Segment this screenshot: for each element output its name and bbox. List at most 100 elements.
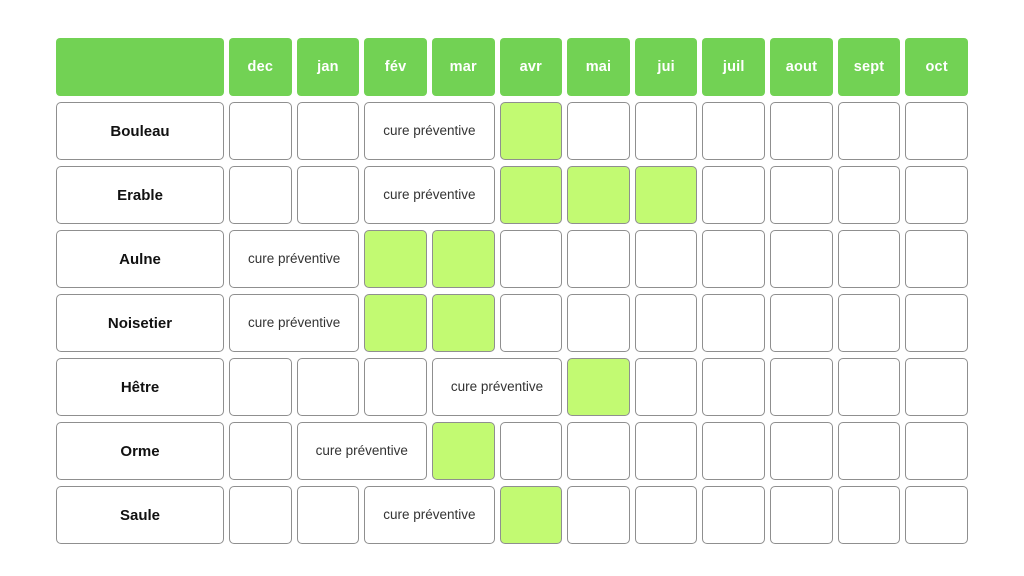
species-name: Noisetier: [107, 314, 173, 332]
empty-cell[interactable]: [229, 358, 292, 416]
empty-cell[interactable]: [770, 358, 833, 416]
empty-cell[interactable]: [296, 486, 360, 544]
empty-cell[interactable]: [499, 294, 563, 352]
empty-cell[interactable]: [837, 166, 901, 224]
treatment-note-label: cure préventive: [383, 507, 476, 523]
treatment-active-cell[interactable]: [431, 422, 495, 480]
header-month-label: fév: [384, 58, 407, 75]
species-label-cell[interactable]: Noisetier: [56, 294, 224, 352]
header-month-jui[interactable]: jui: [634, 38, 698, 96]
treatment-active-cell[interactable]: [431, 230, 495, 288]
empty-cell[interactable]: [770, 422, 833, 480]
treatment-note-cell[interactable]: cure préventive: [229, 294, 360, 352]
treatment-active-cell[interactable]: [499, 166, 563, 224]
treatment-active-cell[interactable]: [364, 294, 427, 352]
empty-cell[interactable]: [567, 230, 630, 288]
empty-cell[interactable]: [229, 422, 292, 480]
empty-cell[interactable]: [905, 358, 968, 416]
empty-cell[interactable]: [364, 358, 427, 416]
empty-cell[interactable]: [634, 486, 698, 544]
header-month-aout[interactable]: aout: [770, 38, 833, 96]
header-month-sept[interactable]: sept: [837, 38, 901, 96]
treatment-active-cell[interactable]: [567, 358, 630, 416]
empty-cell[interactable]: [499, 230, 563, 288]
empty-cell[interactable]: [837, 102, 901, 160]
species-label-cell[interactable]: Erable: [56, 166, 224, 224]
header-month-juil[interactable]: juil: [702, 38, 766, 96]
empty-cell[interactable]: [296, 358, 360, 416]
empty-cell[interactable]: [634, 294, 698, 352]
empty-cell[interactable]: [770, 166, 833, 224]
treatment-note-cell[interactable]: cure préventive: [296, 422, 427, 480]
empty-cell[interactable]: [567, 294, 630, 352]
empty-cell[interactable]: [770, 230, 833, 288]
header-month-label: juil: [722, 58, 745, 75]
empty-cell[interactable]: [296, 166, 360, 224]
treatment-active-cell[interactable]: [499, 102, 563, 160]
treatment-note-cell[interactable]: cure préventive: [364, 166, 495, 224]
empty-cell[interactable]: [229, 166, 292, 224]
empty-cell[interactable]: [702, 422, 766, 480]
empty-cell[interactable]: [837, 230, 901, 288]
header-month-avr[interactable]: avr: [499, 38, 563, 96]
empty-cell[interactable]: [634, 102, 698, 160]
empty-cell[interactable]: [905, 486, 968, 544]
empty-cell[interactable]: [702, 358, 766, 416]
header-month-fév[interactable]: fév: [364, 38, 427, 96]
empty-cell[interactable]: [229, 486, 292, 544]
empty-cell[interactable]: [702, 294, 766, 352]
treatment-active-cell[interactable]: [431, 294, 495, 352]
empty-cell[interactable]: [837, 358, 901, 416]
species-name: Aulne: [119, 250, 161, 268]
table-row: Orme cure préventive: [56, 422, 968, 480]
empty-cell[interactable]: [770, 294, 833, 352]
treatment-active-cell[interactable]: [364, 230, 427, 288]
header-month-label: jan: [317, 58, 339, 75]
empty-cell[interactable]: [499, 422, 563, 480]
empty-cell[interactable]: [634, 230, 698, 288]
header-month-dec[interactable]: dec: [229, 38, 292, 96]
empty-cell[interactable]: [905, 422, 968, 480]
empty-cell[interactable]: [770, 486, 833, 544]
empty-cell[interactable]: [905, 102, 968, 160]
empty-cell[interactable]: [905, 230, 968, 288]
header-month-jan[interactable]: jan: [296, 38, 360, 96]
empty-cell[interactable]: [837, 294, 901, 352]
empty-cell[interactable]: [229, 102, 292, 160]
empty-cell[interactable]: [770, 102, 833, 160]
species-label-cell[interactable]: Saule: [56, 486, 224, 544]
header-month-mar[interactable]: mar: [431, 38, 495, 96]
empty-cell[interactable]: [296, 102, 360, 160]
empty-cell[interactable]: [905, 294, 968, 352]
species-label-cell[interactable]: Hêtre: [56, 358, 224, 416]
treatment-active-cell[interactable]: [634, 166, 698, 224]
header-month-label: avr: [519, 58, 543, 75]
empty-cell[interactable]: [702, 166, 766, 224]
treatment-note-label: cure préventive: [450, 379, 544, 395]
header-month-mai[interactable]: mai: [567, 38, 630, 96]
empty-cell[interactable]: [567, 486, 630, 544]
treatment-note-cell[interactable]: cure préventive: [364, 486, 495, 544]
species-label-cell[interactable]: Orme: [56, 422, 224, 480]
empty-cell[interactable]: [702, 102, 766, 160]
empty-cell[interactable]: [634, 422, 698, 480]
empty-cell[interactable]: [567, 102, 630, 160]
species-name: Bouleau: [110, 122, 170, 140]
treatment-note-cell[interactable]: cure préventive: [364, 102, 495, 160]
treatment-note-cell[interactable]: cure préventive: [229, 230, 360, 288]
empty-cell[interactable]: [837, 486, 901, 544]
species-label-cell[interactable]: Bouleau: [56, 102, 224, 160]
empty-cell[interactable]: [702, 230, 766, 288]
empty-cell[interactable]: [905, 166, 968, 224]
header-month-oct[interactable]: oct: [905, 38, 968, 96]
empty-cell[interactable]: [702, 486, 766, 544]
treatment-active-cell[interactable]: [499, 486, 563, 544]
treatment-active-cell[interactable]: [567, 166, 630, 224]
species-label-cell[interactable]: Aulne: [56, 230, 224, 288]
header-month-label: aout: [785, 58, 818, 75]
empty-cell[interactable]: [634, 358, 698, 416]
empty-cell[interactable]: [567, 422, 630, 480]
empty-cell[interactable]: [837, 422, 901, 480]
treatment-note-cell[interactable]: cure préventive: [431, 358, 563, 416]
